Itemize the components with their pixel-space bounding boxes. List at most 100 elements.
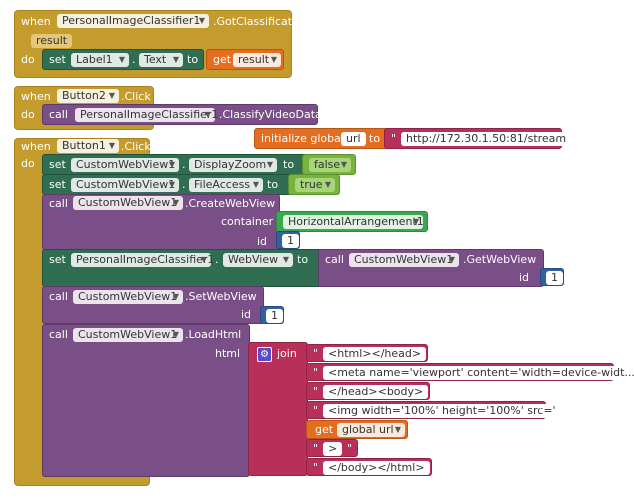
dot-separator: . bbox=[132, 53, 136, 66]
chevron-down-icon: ▼ bbox=[172, 292, 179, 301]
text-block[interactable]: " <meta name='viewport' content='width=d… bbox=[306, 363, 634, 381]
when-keyword: when bbox=[21, 15, 51, 28]
initialize-global-url-block[interactable]: initialize global url to bbox=[254, 128, 392, 149]
boolean-dropdown[interactable]: false▼ bbox=[309, 158, 351, 172]
set-display-zoom-block[interactable]: set CustomWebView1▼ . DisplayZoom▼ to bbox=[42, 154, 308, 175]
text-field[interactable]: </body></html> bbox=[323, 461, 430, 475]
text-field[interactable]: <html></head> bbox=[323, 347, 427, 361]
get-global-url-block[interactable]: get global url▼ bbox=[306, 420, 408, 439]
set-keyword: set bbox=[49, 253, 66, 266]
set-keyword: set bbox=[49, 53, 66, 66]
component-dropdown[interactable]: PersonalImageClassifier1▼ bbox=[75, 108, 218, 122]
dot-separator: . bbox=[182, 158, 186, 171]
chevron-down-icon: ▼ bbox=[172, 55, 179, 64]
chevron-down-icon: ▼ bbox=[448, 255, 455, 264]
text-block[interactable]: " </body></html> " bbox=[306, 458, 432, 476]
component-dropdown[interactable]: Label1▼ bbox=[71, 53, 129, 67]
when-keyword: when bbox=[21, 140, 51, 153]
join-block[interactable]: ⚙ join bbox=[248, 342, 308, 476]
number-block[interactable]: 1 bbox=[540, 268, 564, 286]
call-create-webview-block[interactable]: call CustomWebView1▼ .CreateWebView cont… bbox=[42, 194, 280, 250]
component-dropdown[interactable]: CustomWebView1▼ bbox=[349, 253, 459, 267]
chevron-down-icon: ▼ bbox=[108, 141, 115, 150]
to-keyword: to bbox=[369, 132, 381, 145]
component-dropdown[interactable]: CustomWebView1▼ bbox=[73, 196, 183, 210]
chevron-down-icon: ▼ bbox=[200, 255, 207, 264]
to-keyword: to bbox=[187, 53, 199, 66]
property-dropdown[interactable]: WebView▼ bbox=[223, 253, 293, 267]
to-keyword: to bbox=[283, 158, 295, 171]
text-field[interactable]: </head><body> bbox=[323, 385, 429, 399]
url-text-block[interactable]: " http://172.30.1.50:81/stream " bbox=[384, 128, 572, 149]
variable-name-field[interactable]: url bbox=[341, 132, 366, 146]
dot-separator: . bbox=[215, 253, 219, 266]
number-field[interactable]: 1 bbox=[546, 271, 563, 285]
id-label: id bbox=[519, 271, 530, 284]
component-dropdown[interactable]: Button2▼ bbox=[57, 89, 119, 103]
chevron-down-icon: ▼ bbox=[252, 180, 259, 189]
chevron-down-icon: ▼ bbox=[282, 255, 289, 264]
chevron-down-icon: ▼ bbox=[108, 91, 115, 100]
component-dropdown[interactable]: CustomWebView1▼ bbox=[73, 328, 183, 342]
do-keyword: do bbox=[21, 53, 35, 66]
component-dropdown[interactable]: CustomWebView1▼ bbox=[71, 178, 179, 192]
chevron-down-icon: ▼ bbox=[340, 160, 347, 169]
component-dropdown[interactable]: PersonalImageClassifier1▼ bbox=[71, 253, 214, 267]
text-field[interactable]: <img width='100%' height='100%' src=' bbox=[323, 404, 561, 418]
get-result-block[interactable]: get result▼ bbox=[206, 49, 284, 70]
text-field[interactable]: > bbox=[323, 442, 343, 456]
gear-icon[interactable]: ⚙ bbox=[257, 347, 272, 362]
text-block[interactable]: " <html></head> " bbox=[306, 344, 428, 362]
component-dropdown[interactable]: Button1▼ bbox=[57, 139, 119, 153]
chevron-down-icon: ▼ bbox=[168, 180, 175, 189]
call-keyword: call bbox=[325, 253, 344, 266]
number-block[interactable]: 1 bbox=[260, 306, 284, 324]
variable-dropdown[interactable]: result▼ bbox=[233, 53, 281, 67]
join-label: join bbox=[277, 347, 297, 360]
property-dropdown[interactable]: FileAccess▼ bbox=[189, 178, 263, 192]
variable-dropdown[interactable]: global url▼ bbox=[337, 423, 405, 437]
event-param[interactable]: result bbox=[31, 34, 73, 48]
horizontal-arrangement-block[interactable]: HorizontalArrangement1▼ bbox=[276, 211, 428, 232]
call-get-webview-block[interactable]: call CustomWebView1▼ .GetWebView id bbox=[318, 249, 544, 287]
html-label: html bbox=[215, 347, 241, 360]
component-dropdown[interactable]: CustomWebView1▼ bbox=[73, 290, 183, 304]
component-dropdown[interactable]: CustomWebView1▼ bbox=[71, 158, 179, 172]
set-label-text-block[interactable]: set Label1▼ . Text▼ to bbox=[42, 49, 204, 70]
event-name: .GotClassification bbox=[213, 15, 309, 28]
call-keyword: call bbox=[49, 108, 68, 121]
url-text-field[interactable]: http://172.30.1.50:81/stream bbox=[401, 132, 572, 146]
call-keyword: call bbox=[49, 290, 68, 303]
set-keyword: set bbox=[49, 158, 66, 171]
true-block[interactable]: true▼ bbox=[288, 174, 340, 195]
component-dropdown[interactable]: PersonalImageClassifier1▼ bbox=[57, 14, 209, 28]
call-classify-video-block[interactable]: call PersonalImageClassifier1▼ .Classify… bbox=[42, 104, 322, 125]
set-webview-block[interactable]: set PersonalImageClassifier1▼ . WebView▼… bbox=[42, 249, 322, 287]
chevron-down-icon: ▼ bbox=[270, 55, 277, 64]
call-keyword: call bbox=[49, 328, 68, 341]
chevron-down-icon: ▼ bbox=[172, 198, 179, 207]
text-block[interactable]: " </head><body> " bbox=[306, 382, 430, 400]
do-keyword: do bbox=[21, 108, 35, 121]
chevron-down-icon: ▼ bbox=[168, 160, 175, 169]
call-load-html-block[interactable]: call CustomWebView1▼ .LoadHtml html bbox=[42, 324, 250, 477]
chevron-down-icon: ▼ bbox=[172, 330, 179, 339]
component-dropdown[interactable]: HorizontalArrangement1▼ bbox=[283, 215, 424, 229]
set-keyword: set bbox=[49, 178, 66, 191]
chevron-down-icon: ▼ bbox=[204, 110, 211, 119]
number-field[interactable]: 1 bbox=[266, 309, 283, 323]
to-keyword: to bbox=[297, 253, 309, 266]
text-block[interactable]: " <img width='100%' height='100%' src=' … bbox=[306, 401, 561, 419]
property-dropdown[interactable]: DisplayZoom▼ bbox=[189, 158, 277, 172]
property-dropdown[interactable]: Text▼ bbox=[139, 53, 183, 67]
to-keyword: to bbox=[267, 178, 279, 191]
number-field[interactable]: 1 bbox=[282, 234, 299, 248]
boolean-dropdown[interactable]: true▼ bbox=[295, 178, 335, 192]
false-block[interactable]: false▼ bbox=[302, 154, 356, 175]
number-block[interactable]: 1 bbox=[276, 231, 300, 249]
call-set-webview-block[interactable]: call CustomWebView1▼ .SetWebView id bbox=[42, 286, 264, 324]
initialize-global-label: initialize global bbox=[261, 132, 344, 145]
set-file-access-block[interactable]: set CustomWebView1▼ . FileAccess▼ to bbox=[42, 174, 292, 195]
text-field[interactable]: <meta name='viewport' content='width=dev… bbox=[323, 366, 634, 380]
text-block[interactable]: " > " bbox=[306, 439, 358, 457]
